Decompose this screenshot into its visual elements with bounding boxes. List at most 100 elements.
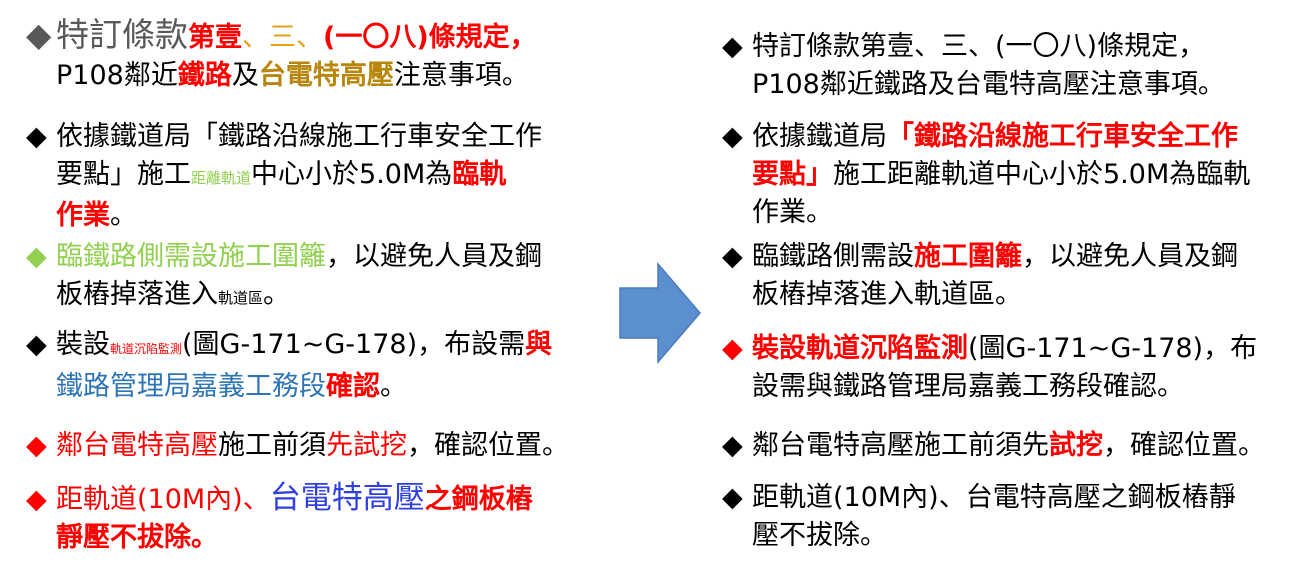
right-bullet-item: ◆ 距軌道(10M內)、台電特高壓之鋼板樁靜壓不拔除。 bbox=[722, 479, 1236, 555]
diamond-bullet-icon: ◆ bbox=[26, 15, 52, 54]
text-segment: 。 bbox=[110, 200, 137, 231]
text-segment: 。 bbox=[380, 371, 407, 402]
diamond-bullet-icon: ◆ bbox=[26, 329, 47, 360]
text-segment: 軌道區 bbox=[218, 289, 264, 307]
text-segment: 特訂條款 bbox=[56, 15, 188, 54]
text-line: 作業。 bbox=[722, 194, 1250, 232]
text-line: ◆ 距軌道(10M內)、台電特高壓之鋼板樁靜 bbox=[722, 479, 1236, 517]
text-segment: 軌道沉陷監測 bbox=[110, 342, 183, 356]
text-segment: (一〇八)條規定， bbox=[323, 22, 537, 53]
text-segment: ，確認位置。 bbox=[407, 430, 569, 461]
text-segment: 鐵路 bbox=[177, 60, 232, 91]
text-line: P108鄰近鐵路及台電特高壓注意事項。 bbox=[26, 57, 537, 95]
text-segment: 施工距離軌道中心小於5.0M為臨軌 bbox=[833, 159, 1251, 190]
text-line: ◆ 依據鐵道局「鐵路沿線施工行車安全工作 bbox=[26, 118, 542, 156]
text-segment: 施工圍籬 bbox=[914, 241, 1022, 272]
text-segment: 距離軌道 bbox=[191, 169, 252, 187]
right-bullet-item: ◆ 鄰台電特高壓施工前須先試挖，確認位置。 bbox=[722, 427, 1265, 465]
text-line: ◆ 鄰台電特高壓施工前須先試挖，確認位置。 bbox=[26, 427, 569, 465]
diamond-bullet-icon: ◆ bbox=[722, 482, 743, 513]
diamond-bullet-icon: ◆ bbox=[722, 241, 743, 272]
right-arrow-icon bbox=[619, 262, 701, 364]
diamond-bullet-icon: ◆ bbox=[722, 430, 743, 461]
right-arrow-shape bbox=[619, 262, 701, 364]
text-segment: 注意事項。 bbox=[393, 60, 529, 91]
text-line: ◆ 鄰台電特高壓施工前須先試挖，確認位置。 bbox=[722, 427, 1265, 465]
diamond-bullet-icon: ◆ bbox=[722, 31, 743, 62]
text-segment: 之鋼板樁 bbox=[424, 484, 533, 515]
text-segment: 「鐵路沿線施工行車安全工作 bbox=[887, 121, 1238, 152]
text-segment: 與 bbox=[525, 329, 553, 360]
left-bullet-item: ◆臨鐵路側需設施工圍籬，以避免人員及鋼板樁掉落進入軌道區。 bbox=[26, 238, 542, 317]
text-segment: 臨鐵路側需設 bbox=[752, 241, 914, 272]
text-segment: 設需與鐵路管理局嘉義工務段確認。 bbox=[752, 371, 1184, 402]
text-line: ◆裝設軌道沉陷監測(圖G-171~G-178)，布 bbox=[722, 330, 1257, 368]
text-line: ◆ 特訂條款第壹、三、(一〇八)條規定， bbox=[722, 28, 1225, 66]
text-line: ◆ 臨鐵路側需設施工圍籬，以避免人員及鋼 bbox=[722, 238, 1238, 276]
text-line: 要點」施工距離軌道中心小於5.0M為臨軌 bbox=[26, 156, 542, 197]
text-line: ◆特訂條款第壹、三、(一〇八)條規定， bbox=[26, 16, 537, 57]
text-segment: 施工圍籬 bbox=[218, 241, 326, 272]
text-segment: 距軌道(10M內)、台電特高壓之鋼板樁靜 bbox=[752, 482, 1236, 513]
text-line: 板樁掉落進入軌道區。 bbox=[26, 276, 542, 317]
text-segment: P108鄰近 bbox=[56, 60, 178, 91]
text-segment: 特訂條款第壹、三、(一〇八)條規定， bbox=[752, 31, 1206, 62]
text-segment: 靜壓不拔除。 bbox=[56, 522, 218, 553]
text-line: 鐵路管理局嘉義工務段確認。 bbox=[26, 368, 552, 406]
left-bullet-item: ◆依據鐵道局「鐵路沿線施工行車安全工作要點」施工距離軌道中心小於5.0M為臨軌作… bbox=[26, 118, 542, 235]
text-segment: 板樁掉落進入軌道區。 bbox=[752, 279, 1022, 310]
text-line: ◆ 依據鐵道局「鐵路沿線施工行車安全工作 bbox=[722, 118, 1250, 156]
diamond-bullet-icon: ◆ bbox=[26, 430, 47, 461]
left-bullet-item: ◆ 距軌道(10M內)、台電特高壓之鋼板樁靜壓不拔除。 bbox=[26, 479, 533, 557]
text-segment: 確認 bbox=[326, 371, 380, 402]
text-line: ◆臨鐵路側需設施工圍籬，以避免人員及鋼 bbox=[26, 238, 542, 276]
diamond-bullet-icon: ◆ bbox=[26, 241, 47, 272]
right-bullet-item: ◆ 依據鐵道局「鐵路沿線施工行車安全工作要點」施工距離軌道中心小於5.0M為臨軌作… bbox=[722, 118, 1250, 232]
right-bullet-item: ◆ 特訂條款第壹、三、(一〇八)條規定， P108鄰近鐵路及台電特高壓注意事項。 bbox=[722, 28, 1225, 104]
left-bullet-item: ◆特訂條款第壹、三、(一〇八)條規定，P108鄰近鐵路及台電特高壓注意事項。 bbox=[26, 16, 537, 95]
diamond-bullet-icon: ◆ bbox=[722, 333, 743, 364]
diamond-bullet-icon: ◆ bbox=[722, 121, 743, 152]
text-line: 設需與鐵路管理局嘉義工務段確認。 bbox=[722, 368, 1257, 406]
text-segment: 第壹 bbox=[188, 22, 242, 53]
left-bullet-item: ◆ 鄰台電特高壓施工前須先試挖，確認位置。 bbox=[26, 427, 569, 465]
text-segment: (圖G-171~G-178)，布設需 bbox=[182, 329, 526, 360]
text-segment: ，以避免人員及鋼 bbox=[1022, 241, 1238, 272]
text-segment: P108鄰近鐵路及台電特高壓注意事項。 bbox=[752, 69, 1225, 100]
text-segment: 板樁掉落進入 bbox=[56, 279, 218, 310]
text-segment: 裝設軌道沉陷監測 bbox=[752, 333, 968, 364]
text-segment: 試挖 bbox=[1049, 430, 1103, 461]
text-line: 作業。 bbox=[26, 197, 542, 235]
text-segment: 要點」施工 bbox=[56, 159, 191, 190]
text-segment: ，確認位置。 bbox=[1103, 430, 1265, 461]
text-segment: 依據鐵道局 bbox=[752, 121, 887, 152]
text-line: 要點」施工距離軌道中心小於5.0M為臨軌 bbox=[722, 156, 1250, 194]
text-line: ◆ 距軌道(10M內)、台電特高壓之鋼板樁 bbox=[26, 479, 533, 519]
text-segment: 壓不拔除。 bbox=[752, 520, 887, 551]
text-segment: 裝設 bbox=[56, 329, 110, 360]
text-segment: 中心小於5.0M為 bbox=[251, 159, 453, 190]
text-segment: 依據鐵道局「鐵路沿線施工行車安全工作 bbox=[56, 121, 542, 152]
text-segment: 、三、 bbox=[242, 22, 323, 53]
text-segment: 距軌道(10M內)、 bbox=[56, 484, 270, 515]
text-line: 靜壓不拔除。 bbox=[26, 519, 533, 557]
text-segment: 及 bbox=[231, 60, 259, 91]
text-segment: 施工前須 bbox=[218, 430, 326, 461]
diamond-bullet-icon: ◆ bbox=[26, 484, 47, 515]
text-line: 壓不拔除。 bbox=[722, 517, 1236, 555]
text-segment: 鄰台電特高壓 bbox=[56, 430, 218, 461]
text-segment: 台電特高壓 bbox=[269, 480, 425, 516]
text-segment: 臨軌 bbox=[452, 159, 507, 190]
right-bullet-item: ◆裝設軌道沉陷監測(圖G-171~G-178)，布設需與鐵路管理局嘉義工務段確認… bbox=[722, 330, 1257, 406]
text-segment: 先試挖 bbox=[326, 430, 407, 461]
text-line: 板樁掉落進入軌道區。 bbox=[722, 276, 1238, 314]
text-line: P108鄰近鐵路及台電特高壓注意事項。 bbox=[722, 66, 1225, 104]
text-segment: 要點」 bbox=[752, 159, 833, 190]
text-segment: 作業。 bbox=[752, 197, 833, 228]
text-line: ◆ 裝設軌道沉陷監測(圖G-171~G-178)，布設需與 bbox=[26, 326, 552, 368]
diamond-bullet-icon: ◆ bbox=[26, 121, 47, 152]
right-bullet-item: ◆ 臨鐵路側需設施工圍籬，以避免人員及鋼板樁掉落進入軌道區。 bbox=[722, 238, 1238, 314]
text-segment: 鄰台電特高壓施工前須先 bbox=[752, 430, 1049, 461]
text-segment: ，以避免人員及鋼 bbox=[326, 241, 542, 272]
text-segment: 台電特高壓 bbox=[258, 60, 394, 91]
